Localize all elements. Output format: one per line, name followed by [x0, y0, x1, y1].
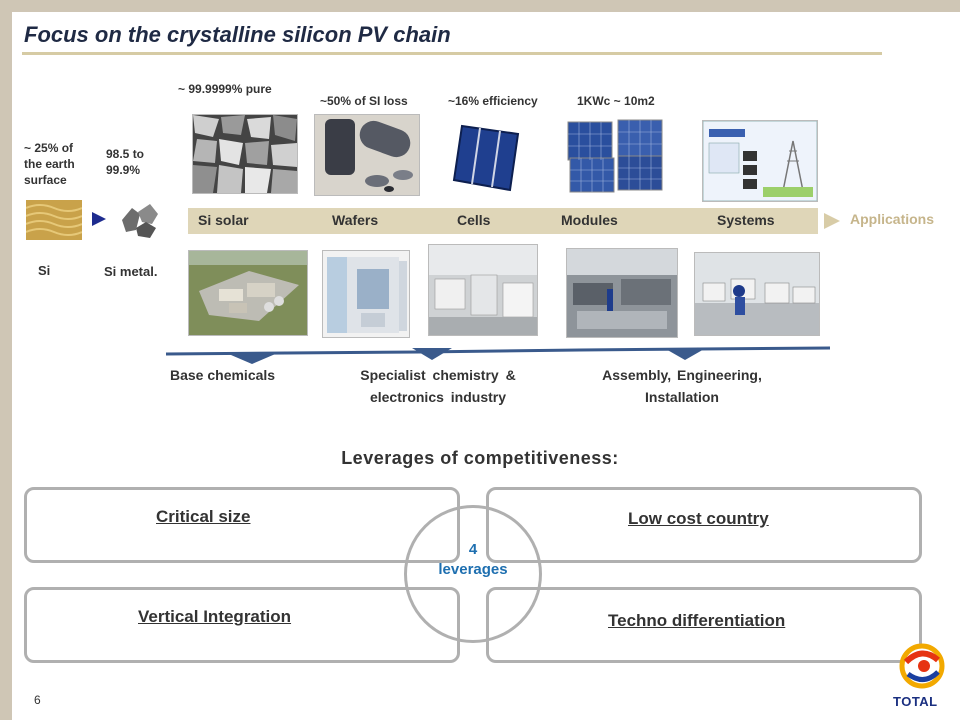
leverages-word: leverages: [438, 561, 508, 578]
leverages-heading: Leverages of competitiveness:: [341, 448, 619, 468]
si-loss-label: ~50% of SI loss: [320, 94, 408, 108]
techno-differentiation-label: Techno differentiation: [608, 611, 786, 630]
value-chain-band: [188, 208, 818, 234]
engineering-office-photo: [694, 252, 820, 336]
left-frame-bar: [0, 0, 12, 720]
silicon-chunks-photo: [192, 114, 298, 194]
si-metal-label: Si metal.: [104, 264, 158, 279]
module-area-label: 1KWc ~ 10m2: [577, 94, 655, 108]
cell-factory-photo: [428, 244, 538, 336]
wafer-equipment-photo: [322, 250, 410, 338]
page-number: 6: [34, 693, 41, 707]
leverages-number: 4: [468, 541, 478, 558]
sand-image: [26, 200, 82, 240]
leverages-circle: [404, 505, 542, 643]
solar-cell-photo: [446, 114, 526, 194]
leverages-count: 4 leverages: [430, 540, 516, 580]
chemical-plant-photo: [188, 250, 308, 336]
industry-chain-line: [160, 342, 840, 366]
title-underline: [22, 52, 882, 55]
critical-size-box: [24, 487, 460, 563]
earth-surface-label: ~ 25% of the earth surface: [24, 141, 75, 187]
base-chemicals-label: Base chemicals: [170, 367, 276, 383]
critical-size-label: Critical size: [156, 507, 251, 526]
low-cost-country-box: [486, 487, 922, 563]
metal-purity-label: 98.5 to 99.9%: [106, 147, 145, 177]
low-cost-country-label: Low cost country: [628, 509, 769, 528]
stage-cells: Cells: [457, 212, 491, 228]
arrow-right-icon: [90, 210, 108, 228]
specialist-chemistry-label: Specialist chemistry & electronics indus…: [360, 367, 516, 405]
stage-modules: Modules: [561, 212, 618, 228]
page-title: Focus on the crystalline silicon PV chai…: [24, 22, 451, 47]
stage-wafers: Wafers: [332, 212, 379, 228]
purity-label: ~ 99.9999% pure: [178, 82, 272, 96]
module-assembly-photo: [566, 248, 678, 338]
techno-differentiation-box: [486, 587, 922, 663]
applications-arrow-icon: [822, 211, 842, 231]
assembly-engineering-label: Assembly, Engineering, Installation: [602, 367, 762, 405]
wafers-photo: [314, 114, 420, 196]
total-logo-icon: [898, 642, 946, 690]
stage-systems: Systems: [717, 212, 775, 228]
efficiency-label: ~16% efficiency: [448, 94, 538, 108]
total-logo-text: TOTAL: [893, 694, 938, 709]
vertical-integration-label: Vertical Integration: [138, 607, 292, 626]
applications-label: Applications: [850, 211, 935, 227]
pv-system-diagram-photo: [702, 120, 818, 202]
silicon-metal-image: [118, 200, 164, 240]
stage-si-solar: Si solar: [198, 212, 249, 228]
top-frame-bar: [0, 0, 960, 12]
vertical-integration-box: [24, 587, 460, 663]
solar-modules-photo: [566, 118, 666, 194]
si-label: Si: [38, 263, 51, 278]
